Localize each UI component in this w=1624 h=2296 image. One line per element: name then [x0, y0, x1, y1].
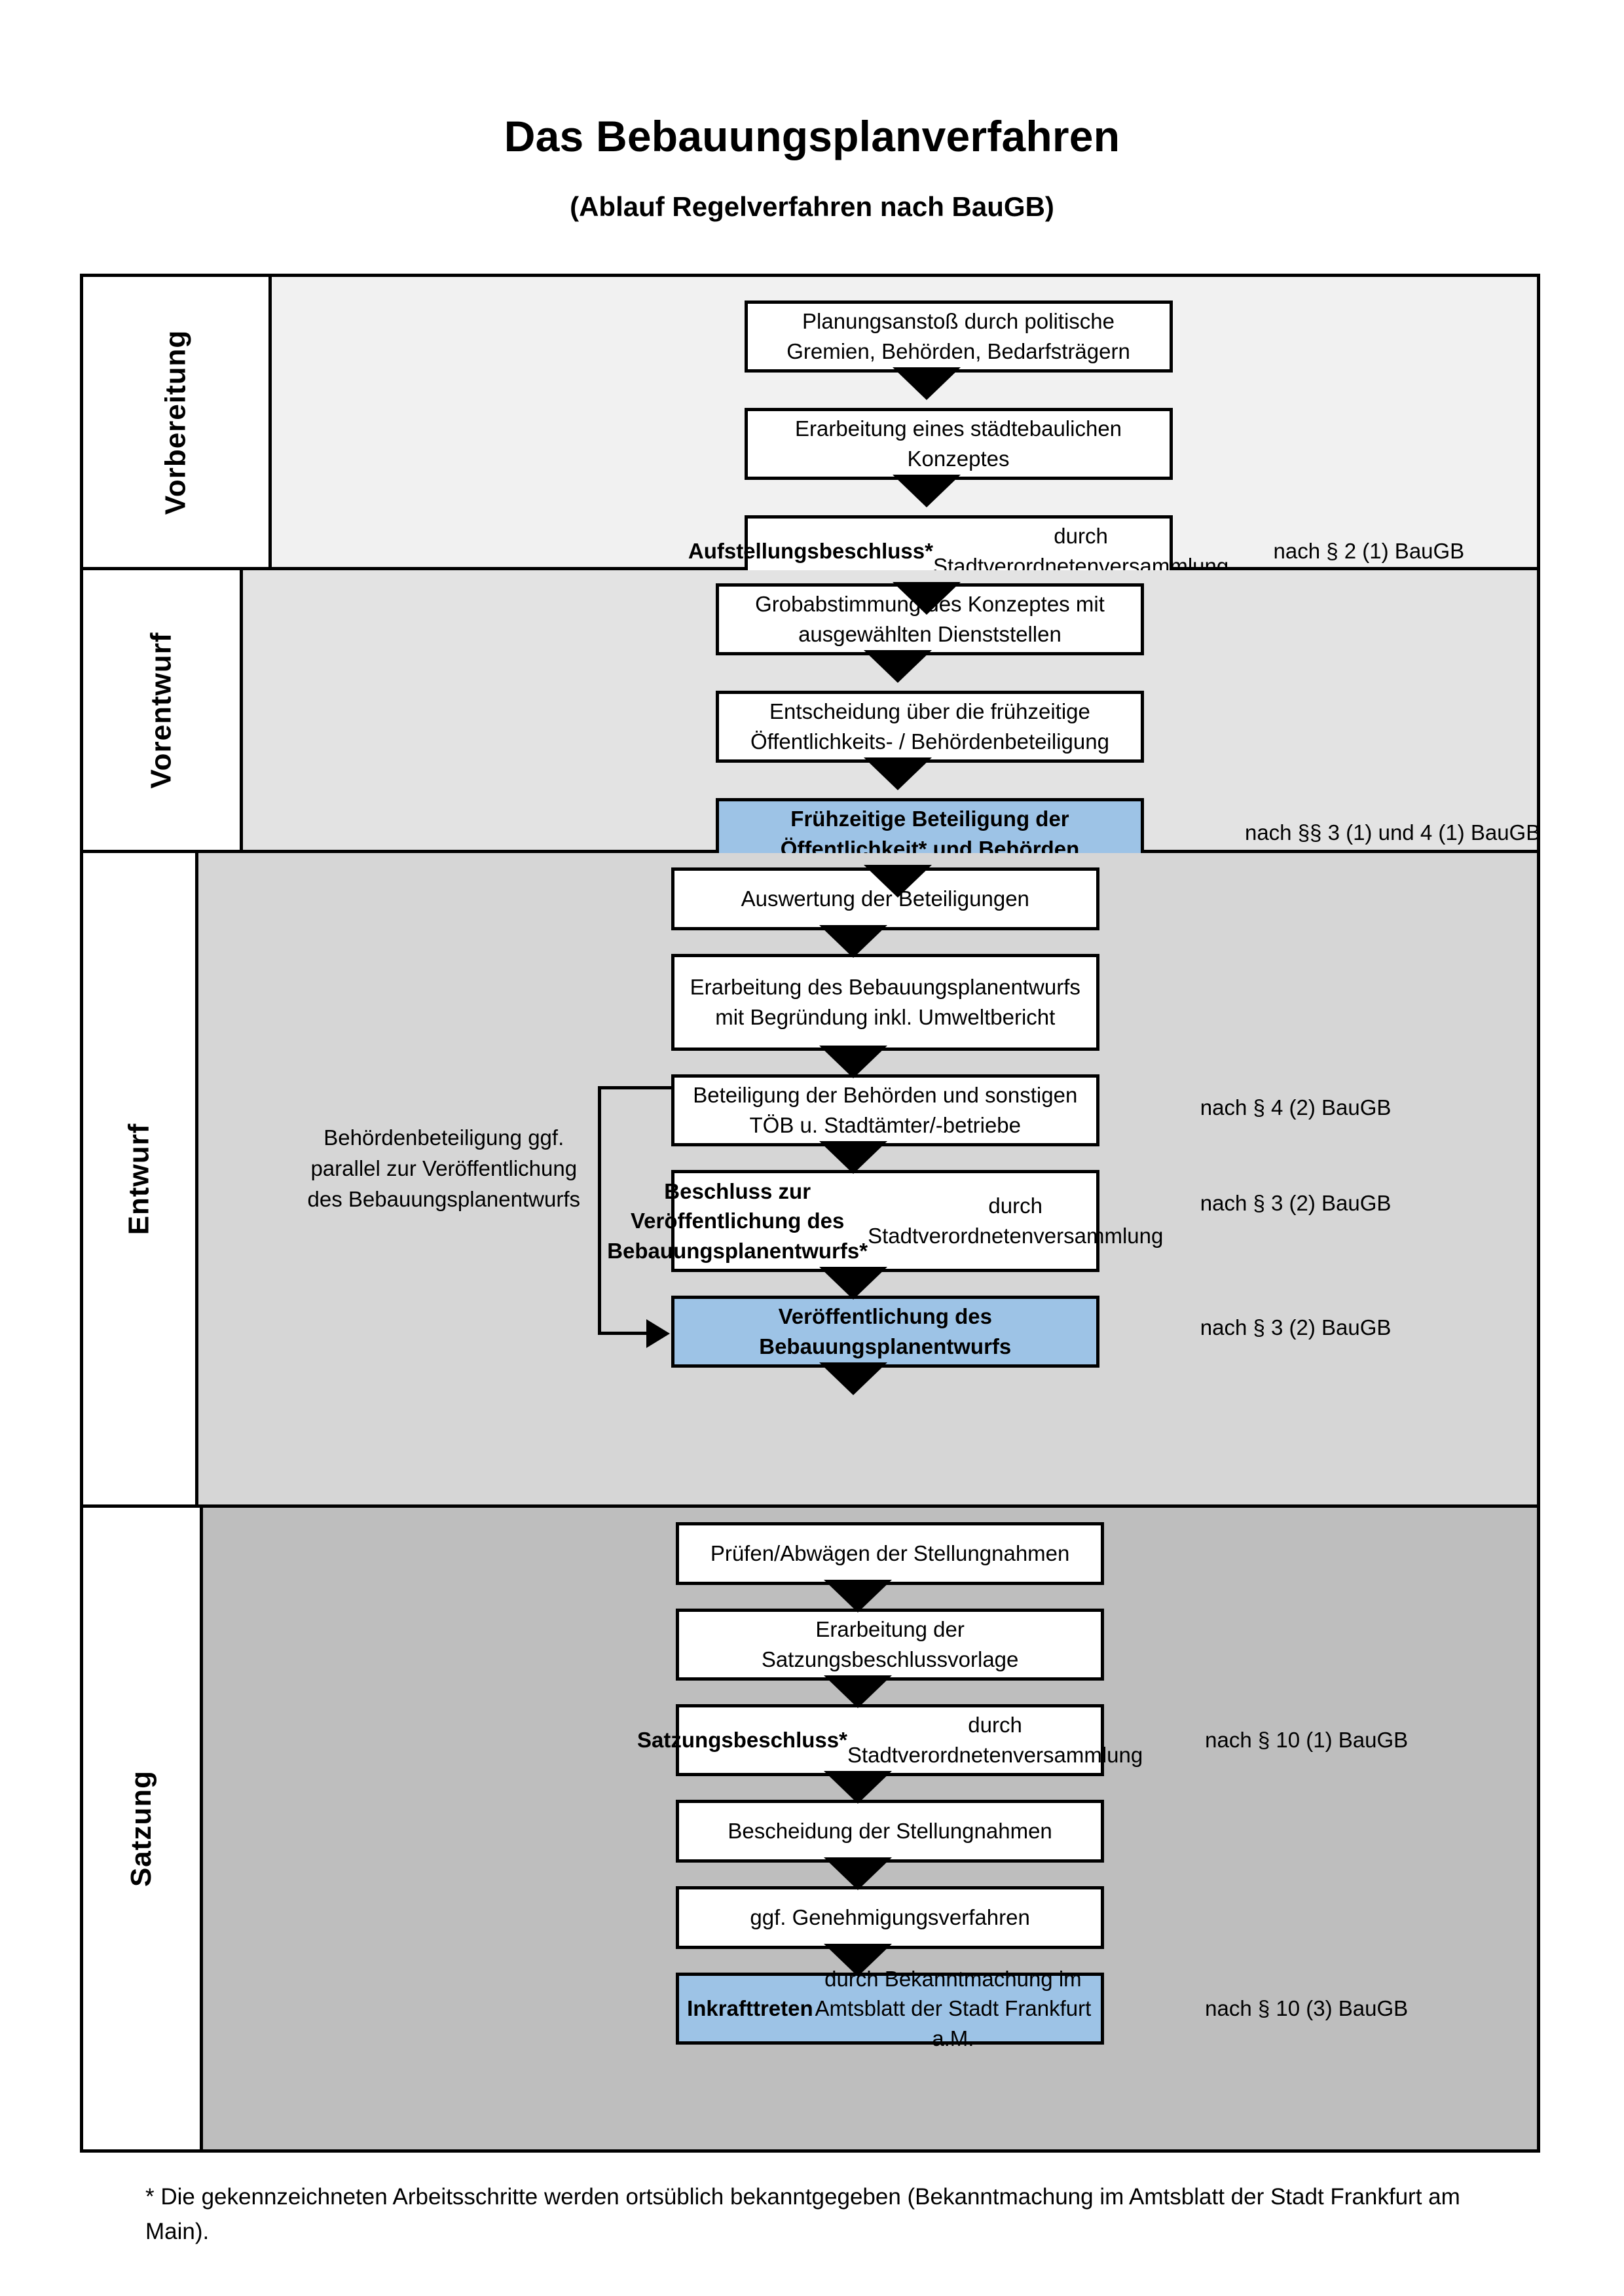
phase-body-vorbereitung: Planungsanstoß durch politische Gremien,…	[271, 277, 1537, 615]
flow-arrow-down-icon	[824, 1944, 893, 1977]
process-step-box[interactable]: Erarbeitung eines städtebaulichen Konzep…	[744, 408, 1173, 480]
flow-arrow-down-icon	[819, 1267, 887, 1300]
process-step-box[interactable]: Inkrafttreten durch Bekanntmachung im Am…	[676, 1967, 1105, 2050]
parallel-process-note: Behördenbeteiligung ggf. parallel zur Ve…	[307, 1125, 580, 1211]
flowchart-frame: Vorbereitung Planungsanstoß durch politis…	[80, 274, 1540, 2153]
step-label: Beteiligung der Behörden und sonstigen T…	[693, 1083, 1078, 1137]
footnote: * Die gekennzeichneten Arbeitsschritte w…	[145, 2184, 1460, 2244]
flow-arrow-down-icon	[863, 757, 932, 790]
flow-arrow-down-icon	[892, 582, 961, 615]
process-step-box[interactable]: Veröffentlichung des Bebauungsplanentwur…	[671, 1296, 1099, 1368]
phase-row-vorentwurf: Vorentwurf Grobabstimmung des Konzeptes m…	[83, 570, 1541, 898]
phase-row-satzung: Satzung Prüfen/Abwägen der Stellungnahmen…	[83, 1508, 1537, 2149]
step-label: Planungsanstoß durch politische Gremien,…	[786, 309, 1130, 363]
step-label: Erarbeitung der Satzungsbeschlussvorlage	[761, 1617, 1019, 1671]
step-label: Frühzeitige Beteiligung der Öffentlichke…	[780, 807, 1080, 861]
legal-reference-note: nach § 10 (1) BauGB	[1205, 1728, 1409, 1752]
connector-arrowhead-icon	[646, 1319, 670, 1348]
flow-arrow-down-icon	[863, 650, 932, 683]
process-step-box[interactable]: ggf. Genehmigungsverfahren	[676, 1886, 1105, 1949]
step-label: Bescheidung der Stellungnahmen	[728, 1819, 1052, 1844]
flow-arrow-down-icon	[863, 865, 932, 898]
process-step-box[interactable]: Bescheidung der Stellungnahmen	[676, 1800, 1105, 1863]
flow-arrow-down-icon	[892, 367, 961, 400]
process-step-box[interactable]: Satzungsbeschluss* durch Stadtverordnete…	[637, 1704, 1143, 1776]
step-label-emphasis: Inkrafttreten	[687, 1996, 813, 2021]
connector-line-vertical	[597, 1086, 601, 1332]
step-label: Erarbeitung des Bebauungsplanentwurfs mi…	[690, 975, 1080, 1029]
phase-label-text: Satzung	[125, 1770, 158, 1887]
flow-arrow-down-icon	[824, 1675, 893, 1708]
page-header: Das Bebauungsplanverfahren (Ablauf Regel…	[0, 0, 1624, 223]
flow-arrow-down-icon	[819, 925, 887, 958]
flow-arrow-down-icon	[892, 475, 961, 507]
phase-label-text: Vorbereitung	[159, 329, 192, 515]
phase-label-vorentwurf: Vorentwurf	[83, 570, 243, 850]
process-step-box[interactable]: Entscheidung über die frühzeitige Öffent…	[715, 691, 1144, 763]
step-label: durch Bekanntmachung im Amtsblatt der St…	[815, 1966, 1092, 2050]
page-subtitle: (Ablauf Regelverfahren nach BauGB)	[570, 191, 1054, 222]
flow-arrow-down-icon	[824, 1580, 893, 1613]
step-label: Prüfen/Abwägen der Stellungnahmen	[710, 1541, 1070, 1566]
process-step-box[interactable]: Erarbeitung des Bebauungsplanentwurfs mi…	[671, 954, 1099, 1051]
phase-row-vorbereitung: Vorbereitung Planungsanstoß durch politis…	[83, 277, 1537, 615]
page-title: Das Bebauungsplanverfahren	[504, 112, 1120, 160]
process-step-box[interactable]: Planungsanstoß durch politische Gremien,…	[744, 301, 1173, 373]
phase-label-text: Vorentwurf	[145, 632, 177, 788]
phase-label-vorbereitung: Vorbereitung	[83, 277, 272, 567]
step-label: Veröffentlichung des Bebauungsplanentwur…	[759, 1304, 1012, 1358]
step-label-emphasis: Satzungsbeschluss*	[637, 1728, 847, 1753]
flow-arrow-down-icon	[819, 1046, 887, 1078]
step-label-emphasis: Aufstellungsbeschluss*	[688, 539, 933, 564]
connector-line-top	[597, 1086, 671, 1089]
step-label: durch Stadtverordnetenversammlung	[868, 1194, 1164, 1248]
legal-reference-note: nach §§ 3 (1) und 4 (1) BauGB	[1244, 820, 1541, 845]
phase-label-satzung: Satzung	[83, 1508, 204, 2149]
step-label: Erarbeitung eines städtebaulichen Konzep…	[795, 416, 1122, 471]
phase-label-text: Entwurf	[122, 1123, 155, 1235]
process-step-box[interactable]: Beteiligung der Behörden und sonstigen T…	[671, 1074, 1099, 1146]
connector-line-bottom	[597, 1332, 648, 1335]
process-step-box[interactable]: Prüfen/Abwägen der Stellungnahmen	[676, 1522, 1105, 1585]
step-label: Entscheidung über die frühzeitige Öffent…	[750, 699, 1109, 754]
legal-reference-note: nach § 3 (2) BauGB	[1200, 1191, 1392, 1215]
step-label: ggf. Genehmigungsverfahren	[750, 1905, 1030, 1930]
legal-reference-note: nach § 4 (2) BauGB	[1200, 1095, 1392, 1120]
parallel-process-connector	[198, 853, 1537, 1504]
legal-reference-note: nach § 3 (2) BauGB	[1200, 1315, 1392, 1339]
phase-body-vorentwurf: Grobabstimmung des Konzeptes mit ausgewä…	[242, 570, 1541, 898]
process-step-box[interactable]: Erarbeitung der Satzungsbeschlussvorlage	[676, 1609, 1105, 1681]
step-label: durch Stadtverordnetenversammlung	[847, 1713, 1143, 1767]
flow-arrow-down-icon	[819, 1141, 887, 1174]
phase-label-entwurf: Entwurf	[83, 853, 198, 1504]
step-label-emphasis: Beschluss zur Veröffentlichung des Bebau…	[607, 1178, 868, 1263]
legal-reference-note: nach § 2 (1) BauGB	[1273, 539, 1465, 563]
flow-arrow-down-icon	[824, 1771, 893, 1804]
legal-reference-note: nach § 10 (3) BauGB	[1205, 1996, 1409, 2020]
flow-arrow-down-icon	[819, 1362, 887, 1395]
flow-arrow-down-icon	[824, 1857, 893, 1890]
process-step-box[interactable]: Beschluss zur Veröffentlichung des Bebau…	[607, 1170, 1163, 1272]
